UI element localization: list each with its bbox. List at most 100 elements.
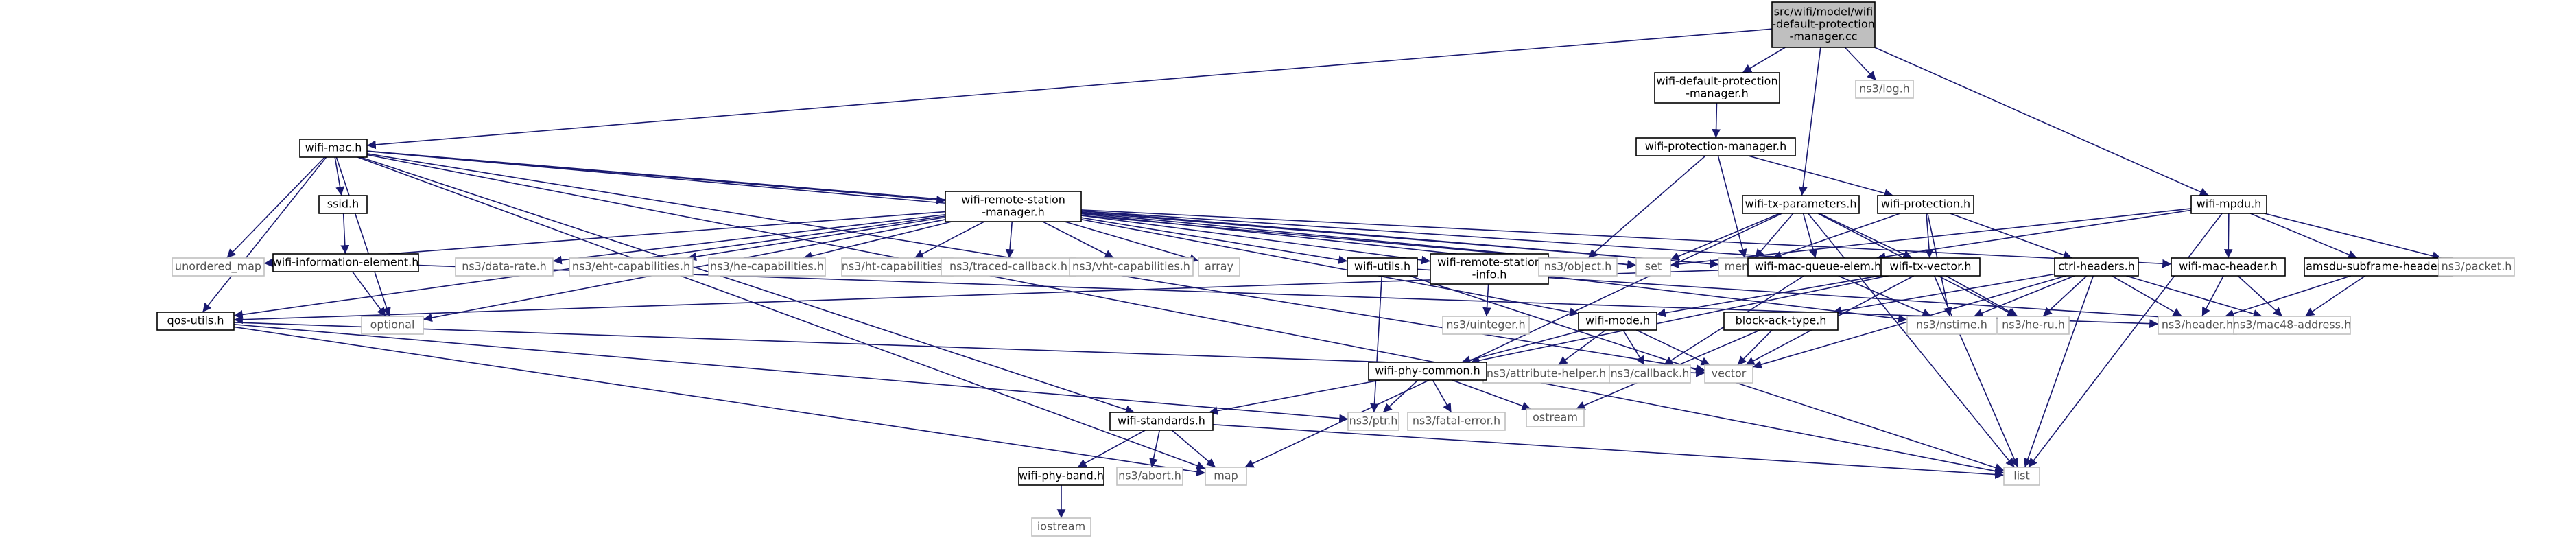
node-label-line: ns3/callback.h (1611, 367, 1690, 380)
edge-protmgr-to-object (1587, 155, 1706, 259)
edge-mpdu-to-set (1670, 208, 2192, 269)
node-label-line: wifi-tx-vector.h (1890, 260, 1972, 273)
edge-line (1802, 213, 1818, 259)
edge-line (2023, 275, 2094, 468)
edge-line (1470, 275, 1888, 365)
edge-wifimac-to-map (357, 156, 1206, 470)
node-label-line: wifi-mac-header.h (2179, 260, 2277, 273)
node-array: array (1198, 257, 1240, 277)
node-ssid[interactable]: ssid.h (318, 195, 368, 214)
edge-line (2249, 213, 2358, 259)
node-prot[interactable]: wifi-protection.h (1877, 195, 1974, 214)
node-header: ns3/header.h (2158, 316, 2237, 335)
edge-line (552, 213, 946, 265)
node-label-line: qos-utils.h (167, 314, 224, 327)
edge-mode-to-phycommon (1461, 329, 1584, 364)
node-label-line: wifi-protection-manager.h (1645, 140, 1787, 153)
edge-line (334, 156, 344, 196)
node-label-line: list (2013, 469, 2030, 482)
node-mqelem[interactable]: wifi-mac-queue-elem.h (1747, 257, 1889, 277)
node-dpm[interactable]: wifi-default-protection-manager.h (1654, 72, 1780, 104)
edge-line (1005, 221, 1015, 259)
node-utils[interactable]: wifi-utils.h (1347, 257, 1418, 277)
node-wifimac[interactable]: wifi-mac.h (299, 139, 368, 158)
edge-txparams-to-txvector (1819, 213, 1913, 259)
node-label-line: ns3/abort.h (1118, 469, 1181, 482)
node-object: ns3/object.h (1538, 257, 1618, 277)
node-packet: ns3/packet.h (2438, 257, 2515, 277)
node-standards[interactable]: wifi-standards.h (1109, 412, 1214, 431)
edge-line (1838, 275, 1932, 317)
edge-line (1656, 274, 1882, 318)
node-label-line: vector (1712, 367, 1747, 380)
edge-line (1244, 213, 1782, 468)
edge-ctrl-to-header (2112, 275, 2182, 317)
node-phycommon[interactable]: wifi-phy-common.h (1368, 362, 1487, 381)
edge-line (366, 28, 1773, 150)
edge-line (1080, 209, 2172, 268)
node-box (1880, 257, 1981, 277)
edge-root-to-dpm (1742, 47, 1786, 73)
node-macheader[interactable]: wifi-mac-header.h (2171, 257, 2286, 277)
node-label-line: ns3/he-capabilities.h (710, 260, 824, 273)
edge-txparams-to-mqelem (1802, 213, 1818, 259)
node-htcap: ns3/ht-capabilities.h (841, 257, 954, 277)
edge-line (2225, 275, 2351, 318)
node-label-line: iostream (1037, 520, 1085, 533)
node-box (945, 191, 1082, 222)
node-box (1526, 408, 1585, 427)
edge-rsm-to-datarate (552, 213, 946, 265)
edge-standards-to-abort (1149, 430, 1161, 468)
node-ba[interactable]: block-ack-type.h (1723, 312, 1839, 331)
node-label-line: ns3/nstime.h (1916, 318, 1987, 331)
node-mpdu[interactable]: wifi-mpdu.h (2190, 195, 2267, 214)
edge-rsm-to-mode (1080, 218, 1579, 317)
edge-mode-to-callback (1622, 329, 1645, 366)
edge-line (1876, 209, 2192, 261)
edge-line (803, 221, 952, 261)
edge-rsm-to-macheader (1080, 209, 2172, 268)
edge-prot-to-ctrl (1950, 213, 2072, 259)
node-box (1018, 467, 1104, 486)
node-box (299, 139, 368, 158)
node-txparams[interactable]: wifi-tx-parameters.h (1742, 195, 1860, 214)
edge-amsdu-to-mac48 (2304, 275, 2366, 317)
node-label-line: block-ack-type.h (1736, 314, 1827, 327)
edge-wifimac-to-optional (335, 156, 391, 317)
edge-line (2201, 275, 2224, 317)
edge-line (1670, 213, 1780, 261)
node-label-line: wifi-mac-queue-elem.h (1755, 260, 1881, 273)
node-amsdu[interactable]: amsdu-subframe-header.h (2304, 257, 2453, 277)
node-txvector[interactable]: wifi-tx-vector.h (1880, 257, 1981, 277)
node-iostream: iostream (1031, 517, 1091, 537)
node-box (569, 257, 694, 277)
edge-root-to-log (1844, 47, 1877, 81)
node-qos[interactable]: qos-utils.h (156, 312, 235, 331)
node-root[interactable]: src/wifi/model/wifi-default-protection-m… (1771, 1, 1876, 48)
edge-rsm-to-rsinfo (1080, 215, 1431, 265)
node-ctrl[interactable]: ctrl-headers.h (2054, 257, 2139, 277)
node-phyband[interactable]: wifi-phy-band.h (1018, 467, 1104, 486)
node-box (1109, 412, 1214, 431)
edge-wifimac-to-list (366, 154, 2005, 476)
node-box (1723, 312, 1839, 331)
edge-line (1737, 329, 1773, 366)
edge-line (1080, 218, 1579, 317)
node-rsm[interactable]: wifi-remote-station-manager.h (945, 191, 1082, 222)
node-label-line: ns3/eht-capabilities.h (572, 260, 690, 273)
edge-rsinfo-to-nstime (1548, 275, 1908, 323)
node-box (1654, 72, 1780, 104)
edge-line (1080, 217, 1348, 264)
node-label-line: ns3/traced-callback.h (949, 260, 1067, 273)
edge-mpdu-to-packet (2264, 213, 2442, 261)
node-label-line: -manager.h (1686, 87, 1748, 100)
node-rsinfo[interactable]: wifi-remote-station-info.h (1430, 253, 1549, 285)
edge-prot-to-memory (1772, 213, 1901, 259)
edge-line (1064, 221, 1199, 263)
edge-line (2304, 275, 2366, 317)
node-mode[interactable]: wifi-mode.h (1578, 312, 1657, 331)
edge-line (1482, 283, 1491, 317)
node-label-line: ns3/object.h (1544, 260, 1612, 273)
node-infoel[interactable]: wifi-information-element.h (272, 253, 419, 272)
node-protmgr[interactable]: wifi-protection-manager.h (1635, 137, 1796, 156)
